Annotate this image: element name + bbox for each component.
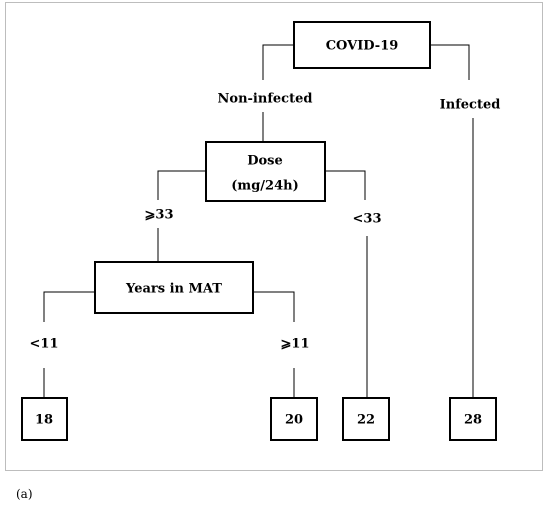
edge-root-noninfected (262, 44, 294, 80)
diagram-frame (5, 2, 543, 471)
node-dose-box (205, 141, 326, 202)
leaf-1-box (21, 397, 68, 441)
edge-dose-high (157, 170, 206, 200)
node-years-label: Years in MAT (125, 282, 222, 297)
leaf-2-value: 20 (285, 413, 303, 428)
leaf-3: 22 (342, 397, 390, 441)
branch-infected-label: Infected (440, 98, 501, 113)
node-root-box (293, 21, 431, 69)
branch-years-high: ⩾11 (274, 333, 316, 355)
leaf-4-box (449, 397, 497, 441)
node-years: Years in MAT (94, 261, 254, 314)
node-root: COVID-19 (293, 21, 431, 69)
branch-dose-high: ⩾33 (138, 204, 180, 226)
leaf-1: 18 (21, 397, 68, 441)
branch-dose-high-label: ⩾33 (145, 208, 174, 223)
branch-non-infected: Non-infected (218, 88, 313, 110)
branch-non-infected-label: Non-infected (218, 92, 313, 107)
edge-dose-low (325, 170, 366, 200)
node-root-label: COVID-19 (326, 39, 399, 54)
node-dose: Dose (mg/24h) (205, 141, 326, 202)
node-dose-label: Dose (247, 154, 283, 169)
leaf-4: 28 (449, 397, 497, 441)
branch-dose-low: <33 (349, 208, 385, 230)
branch-years-low: <11 (26, 333, 64, 355)
leaf-3-value: 22 (357, 413, 375, 428)
node-dose-unit: (mg/24h) (231, 179, 298, 194)
figure-caption: (a) (16, 487, 33, 501)
tree-edges (43, 44, 474, 398)
leaf-3-box (342, 397, 390, 441)
edge-years-high (253, 291, 295, 322)
leaf-1-value: 18 (35, 413, 53, 428)
branch-years-low-label: <11 (30, 337, 59, 352)
node-years-box (94, 261, 254, 314)
edge-root-infected (430, 44, 470, 80)
branch-years-high-label: ⩾11 (281, 337, 310, 352)
leaf-2: 20 (270, 397, 318, 441)
branch-infected: Infected (438, 94, 504, 116)
branch-dose-low-label: <33 (353, 212, 382, 227)
leaf-2-box (270, 397, 318, 441)
leaf-4-value: 28 (464, 413, 482, 428)
edge-years-low (43, 291, 95, 322)
